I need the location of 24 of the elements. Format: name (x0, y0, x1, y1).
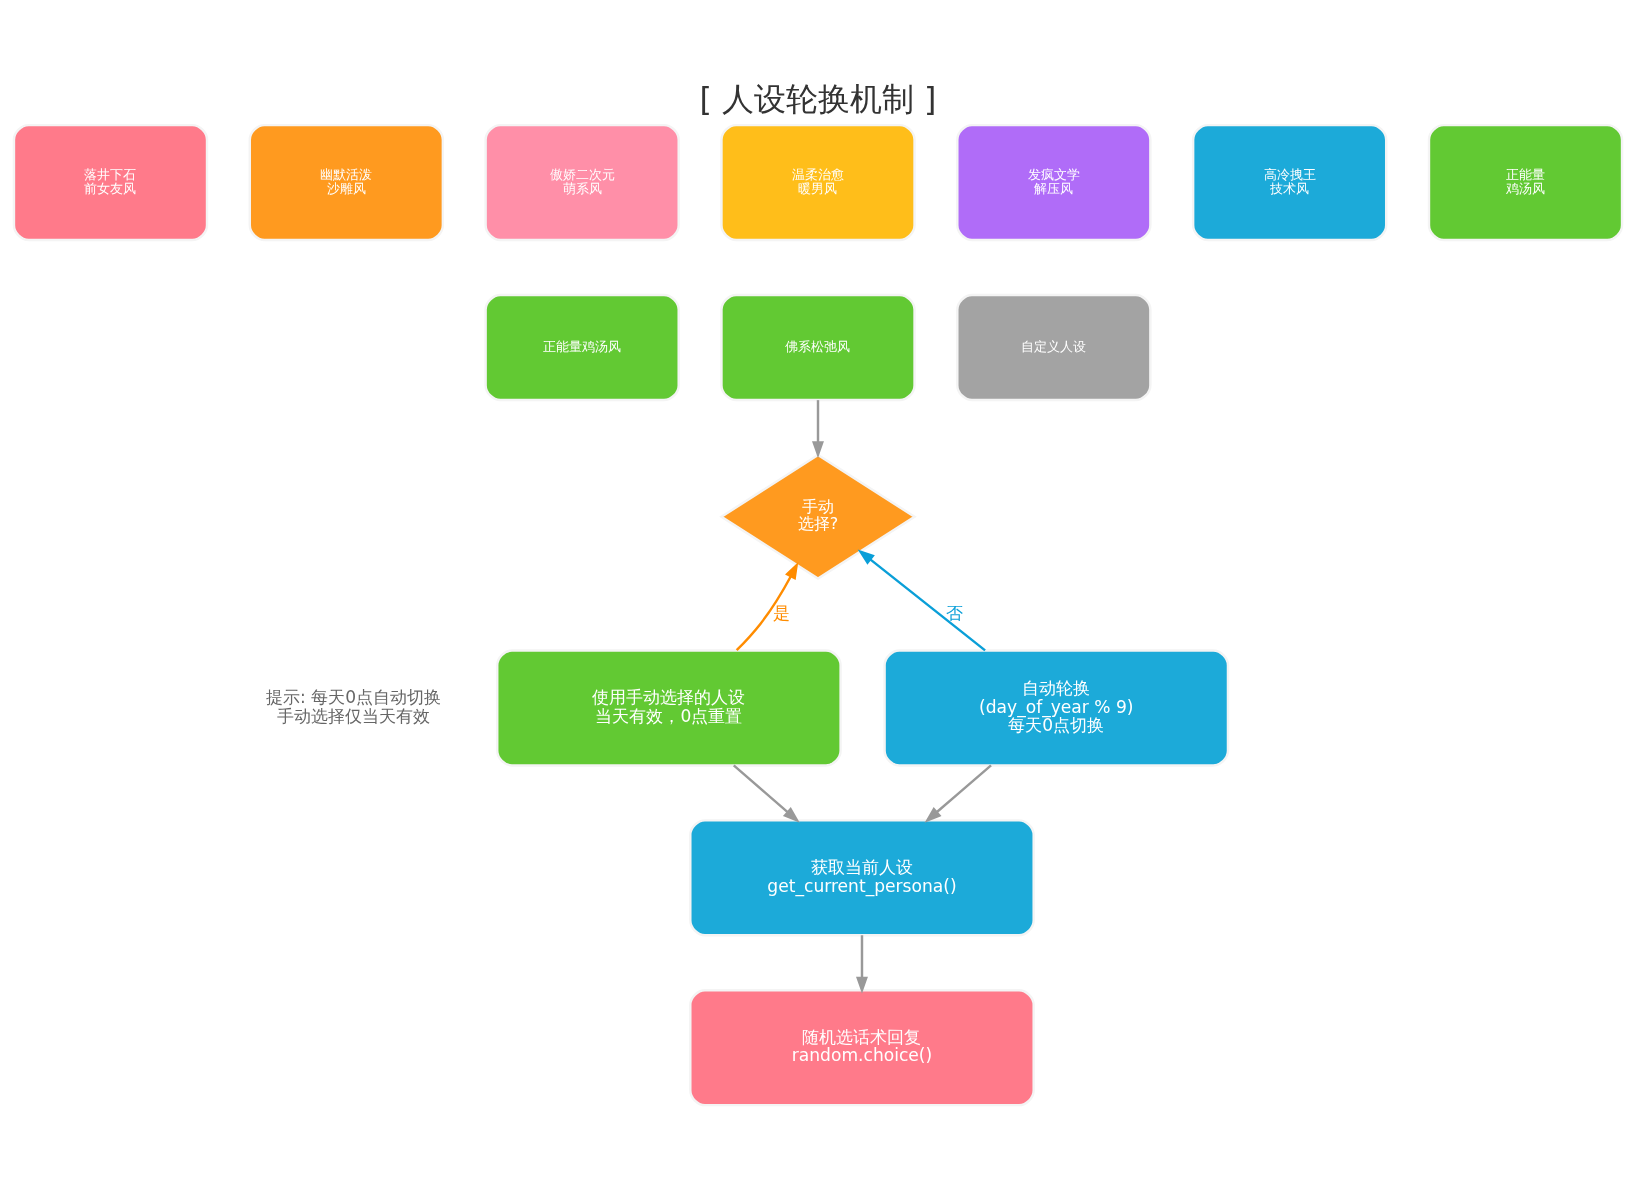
node-box: 自定义人设 (955, 293, 1152, 402)
node-box: 落井下石前女友风 (12, 123, 208, 242)
node-box: 使用手动选择的人设当天有效，0点重置 (495, 649, 842, 767)
arrow (855, 935, 868, 994)
label: 提示: 每天0点自动切换手动选择仅当天有效 (265, 687, 441, 726)
node-box: 高冷拽王技术风 (1191, 123, 1387, 242)
node-box: 随机选话术回复 random.choice() (688, 989, 1035, 1107)
node-box: 自动轮换 (day_of_year % 9) 每天0点切换 (882, 649, 1229, 767)
edge-label: 否 (945, 603, 963, 624)
node-box: 幽默活泼沙雕风 (248, 123, 444, 242)
diagram-title: [ 人设轮换机制 ] (699, 81, 936, 118)
node-box: 发疯文学解压风 (955, 123, 1152, 242)
arrow (924, 764, 992, 823)
node-box: 佛系松弛风 (719, 293, 916, 402)
node-box: 正能量鸡汤风 (1427, 123, 1623, 242)
node-box: 温柔治愈暖男风 (719, 123, 916, 242)
edge-label: 是 (772, 603, 790, 624)
arrow (732, 764, 800, 823)
arrow (735, 562, 798, 652)
node-box: 正能量鸡汤风 (483, 293, 680, 402)
node-box: 傲娇二次元萌系风 (483, 123, 680, 242)
arrow (811, 400, 824, 459)
node-box: 获取当前人设 get_current_persona() (688, 819, 1035, 937)
arrow (857, 549, 986, 652)
